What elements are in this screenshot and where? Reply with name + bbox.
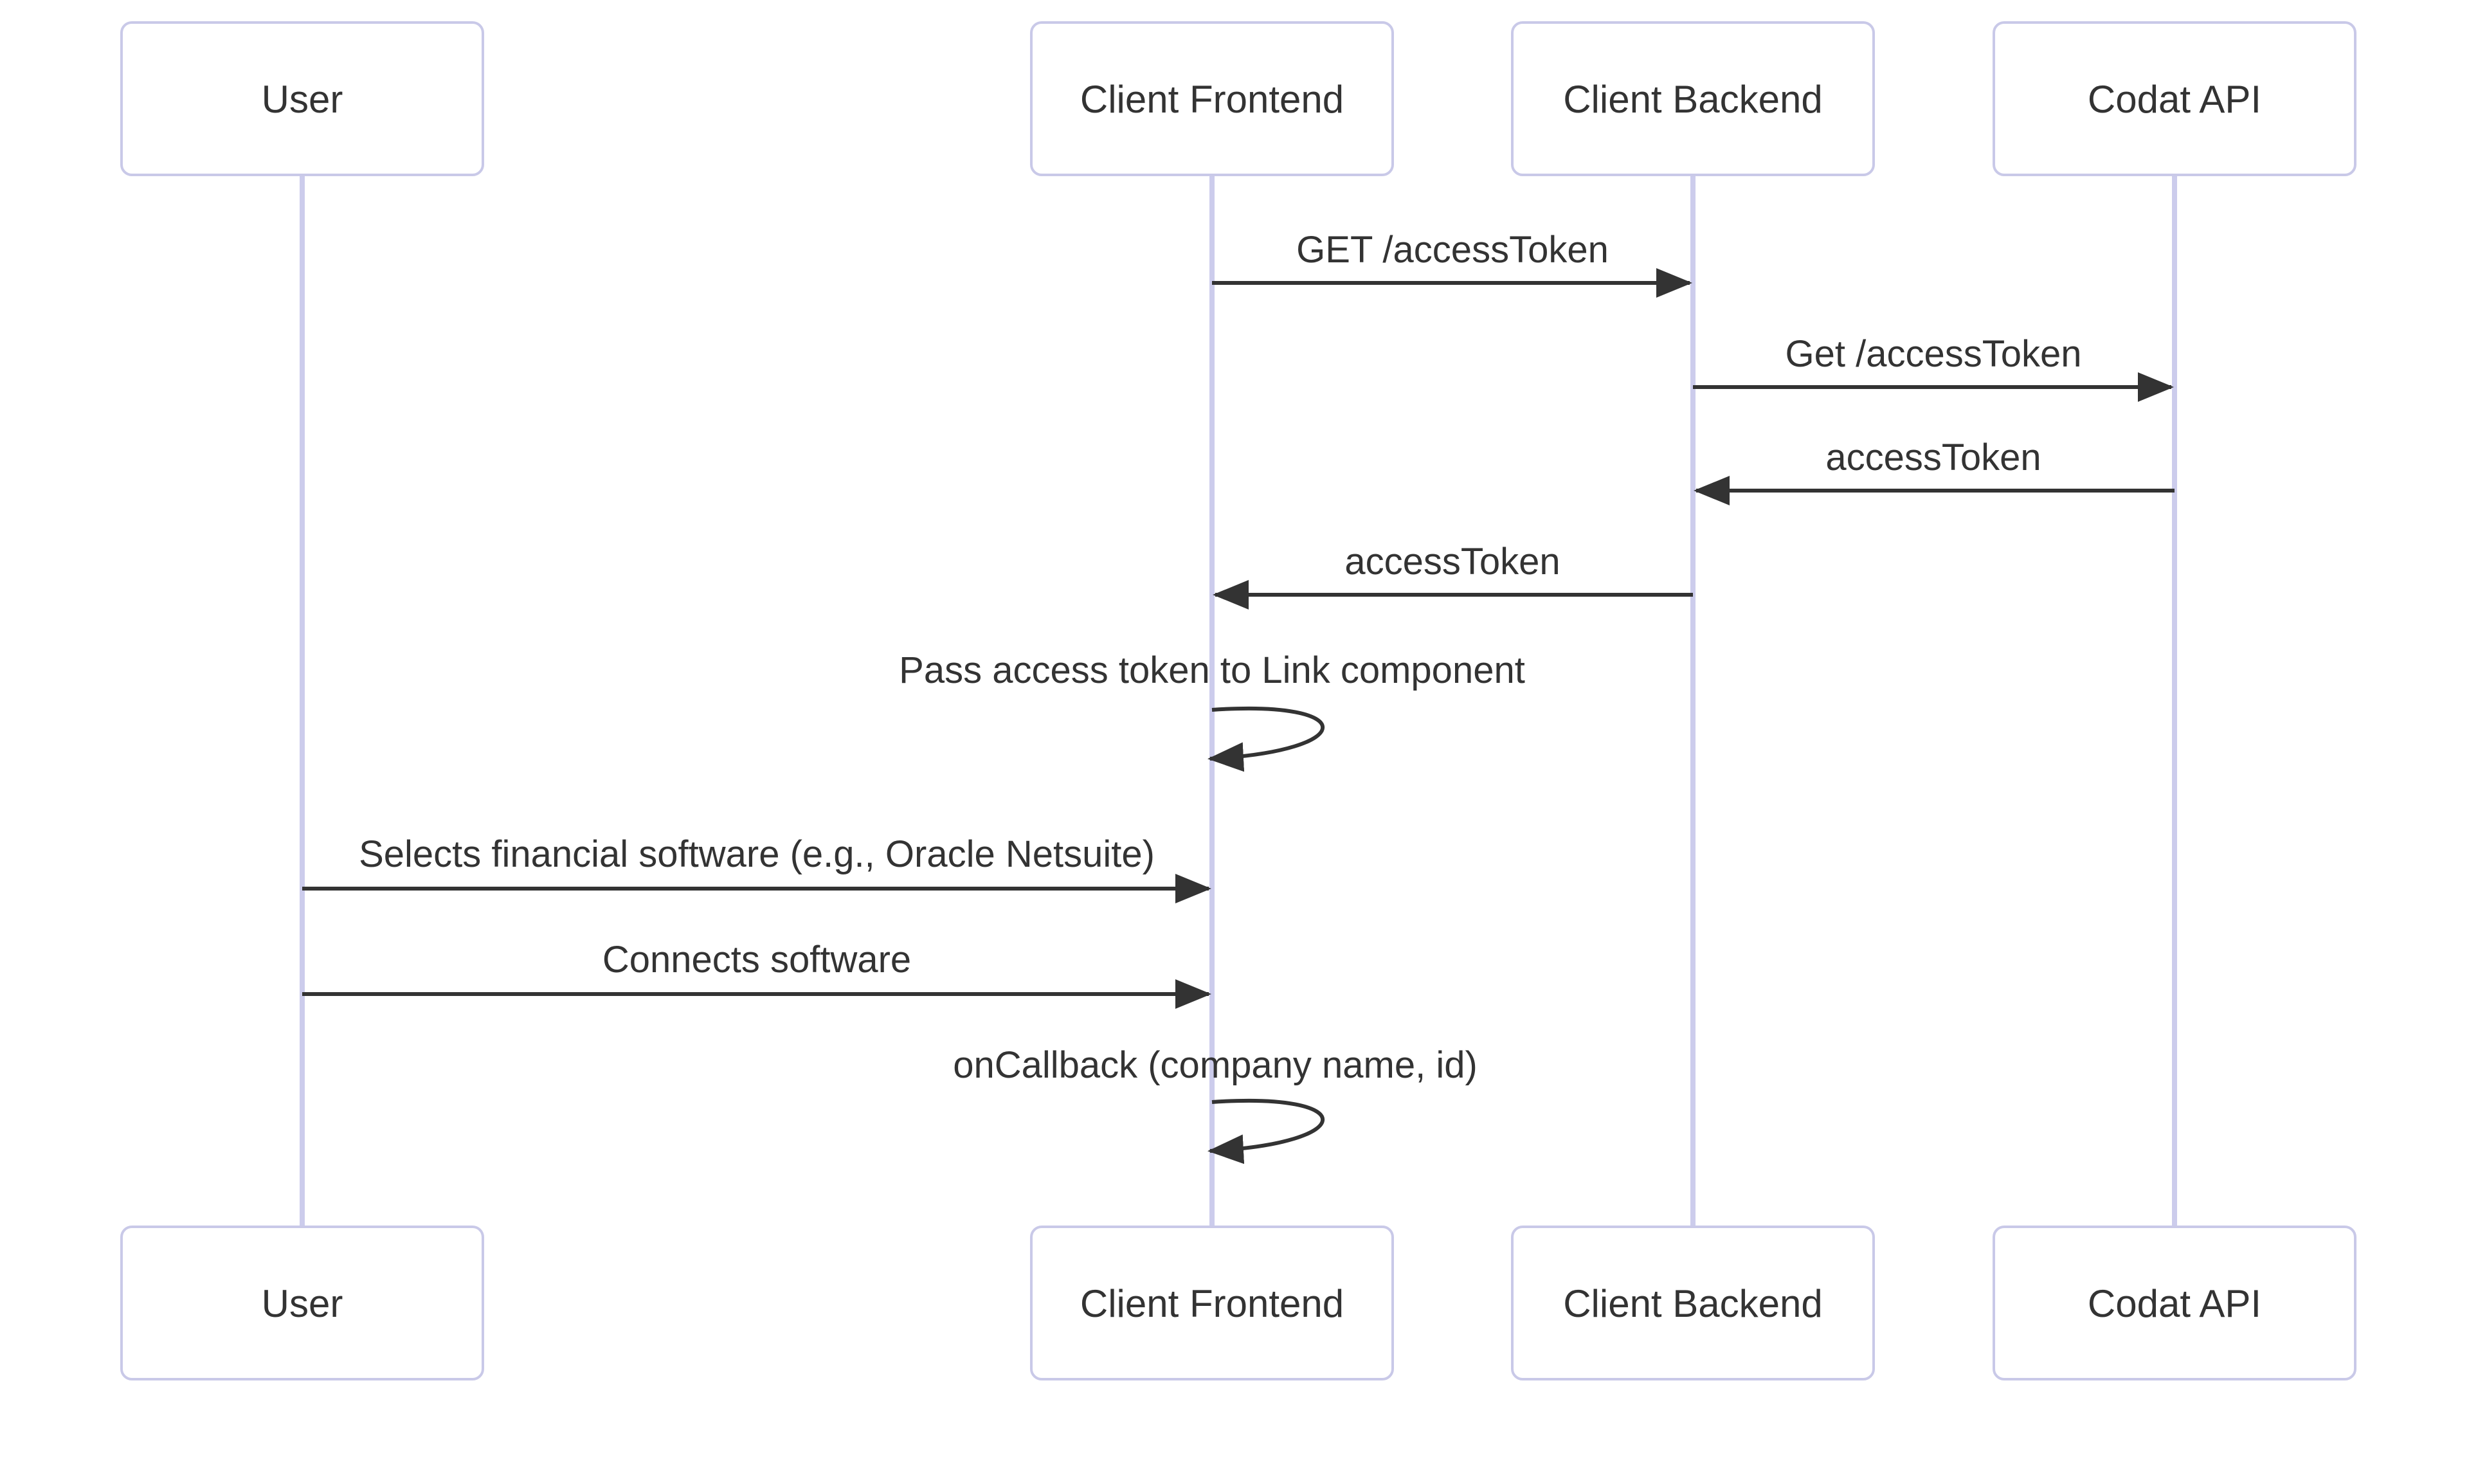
actor-label: Client Frontend <box>1080 78 1344 121</box>
actor-box <box>1993 1226 2356 1380</box>
message-self-loop-arrow <box>1207 706 1325 772</box>
actor-label: User <box>262 1282 343 1325</box>
actor-box <box>1993 21 2356 176</box>
message-connects-software: Connects software <box>302 939 1211 1009</box>
actor-label: Codat API <box>2088 78 2261 121</box>
actor-label: Client Backend <box>1563 78 1823 121</box>
actor-bottom-codat-api: Codat API <box>1993 1226 2356 1380</box>
message-label: Connects software <box>602 939 911 981</box>
message-accesstoken-codat-to-backend: accessToken <box>1694 437 2175 505</box>
actor-bottom-user: User <box>120 1226 484 1380</box>
actor-box <box>1511 21 1875 176</box>
message-accesstoken-backend-to-frontend: accessToken <box>1213 541 1693 610</box>
actor-label: Client Backend <box>1563 1282 1823 1325</box>
message-label: accessToken <box>1344 541 1560 583</box>
actor-top-client-backend: Client Backend <box>1511 21 1875 176</box>
actor-label: User <box>262 78 343 121</box>
message-label: onCallback (company name, id) <box>953 1044 1478 1086</box>
message-selects-financial-software: Selects financial software (e.g., Oracle… <box>302 833 1211 903</box>
actor-label: Codat API <box>2088 1282 2261 1325</box>
message-oncallback-self-loop: onCallback (company name, id) <box>953 1044 1478 1164</box>
message-label: Pass access token to Link component <box>899 649 1525 691</box>
actor-top-client-frontend: Client Frontend <box>1030 21 1394 176</box>
actor-top-codat-api: Codat API <box>1993 21 2356 176</box>
actor-box <box>1030 1226 1394 1380</box>
message-get-accesstoken-backend-to-codat: Get /accessToken <box>1693 333 2174 402</box>
message-get-accesstoken-frontend-to-backend: GET /accessToken <box>1212 229 1692 298</box>
message-self-loop-arrow <box>1207 1098 1325 1164</box>
actor-box <box>1030 21 1394 176</box>
actor-label: Client Frontend <box>1080 1282 1344 1325</box>
actor-bottom-client-backend: Client Backend <box>1511 1226 1875 1380</box>
message-label: Get /accessToken <box>1786 333 2082 375</box>
actor-box <box>1511 1226 1875 1380</box>
actor-bottom-client-frontend: Client Frontend <box>1030 1226 1394 1380</box>
actor-box <box>120 1226 484 1380</box>
message-label: accessToken <box>1825 437 2041 478</box>
message-label: GET /accessToken <box>1296 229 1609 271</box>
message-label: Selects financial software (e.g., Oracle… <box>359 833 1155 875</box>
actor-box <box>120 21 484 176</box>
actor-top-user: User <box>120 21 484 176</box>
message-pass-access-token-self-loop: Pass access token to Link component <box>899 649 1525 772</box>
